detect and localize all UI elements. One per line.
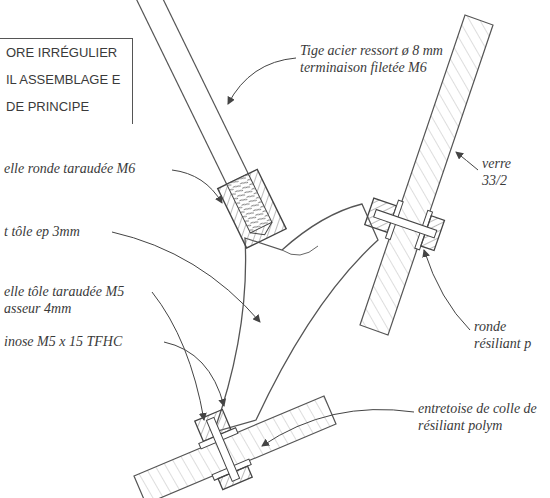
glass-fixing xyxy=(190,408,256,492)
part-label: inose M5 x 15 TFHC xyxy=(4,333,164,350)
glass-fixing xyxy=(363,192,446,254)
part-label: t tôle ep 3mm xyxy=(4,223,116,240)
part-label: elle ronde taraudée M6 xyxy=(4,160,174,177)
part-label: ronde résiliant p xyxy=(474,318,546,352)
title-box: ORE IRRÉGULIER IL ASSEMBLAGE E DE PRINCI… xyxy=(0,38,133,124)
title-text: ORE IRRÉGULIER IL ASSEMBLAGE E DE PRINCI… xyxy=(6,39,124,120)
part-label: verre 33/2 xyxy=(482,155,527,189)
steel-plate xyxy=(214,204,378,432)
part-label: entretoise de colle de résiliant polym xyxy=(418,400,546,434)
leader-lines xyxy=(112,58,478,446)
part-label: Tige acier ressort ø 8 mm terminaison fi… xyxy=(300,42,472,76)
part-label: elle tôle taraudée M5 asseur 4mm xyxy=(4,283,154,317)
plate-cutout xyxy=(282,246,318,255)
